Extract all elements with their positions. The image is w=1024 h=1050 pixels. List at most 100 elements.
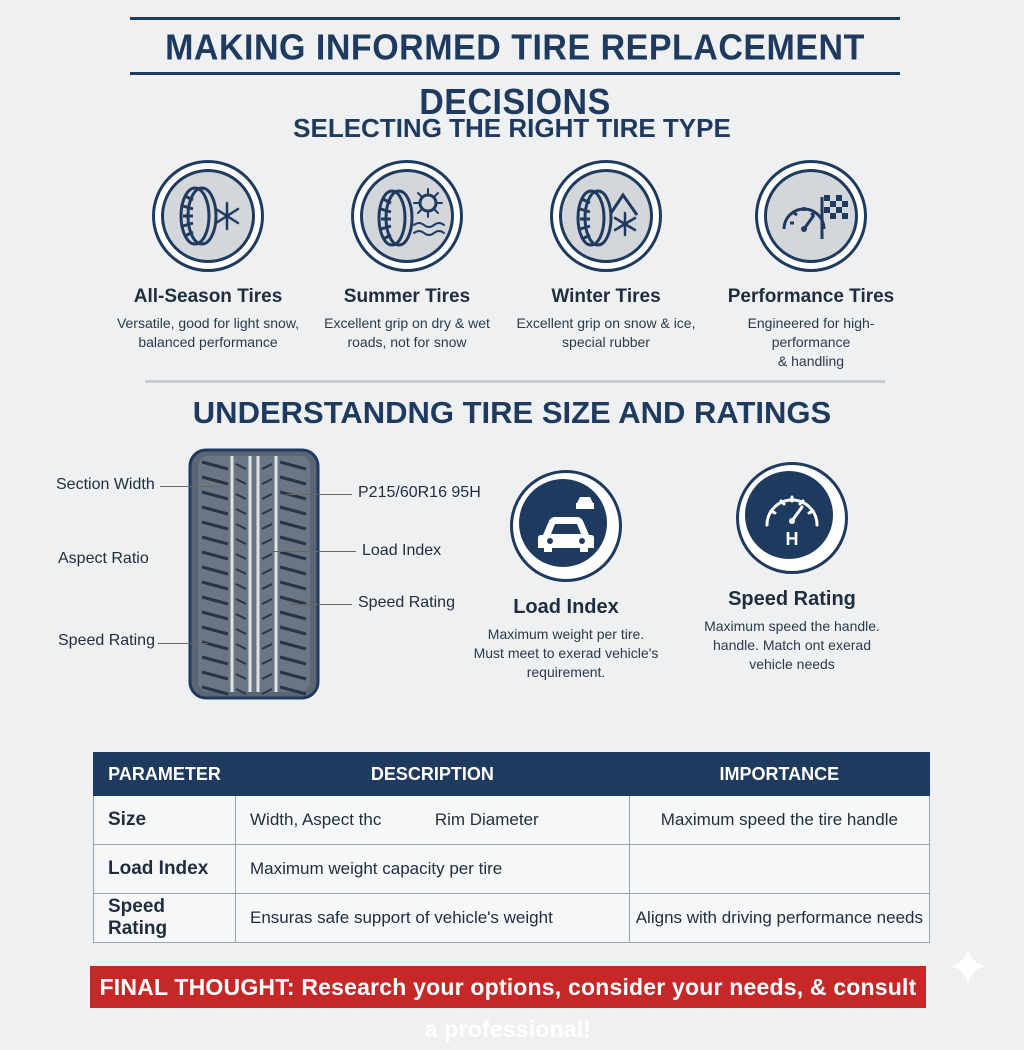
tread-groove xyxy=(235,688,273,695)
leader-line xyxy=(286,494,352,495)
final-thought-banner: FINAL THOUGHT: Research your options, co… xyxy=(90,966,926,1042)
gauge-icon-frame: H xyxy=(736,462,848,574)
tread-groove xyxy=(201,655,229,666)
tread-groove xyxy=(279,655,307,666)
tread-groove xyxy=(201,475,229,486)
importance-cell: Aligns with driving performance needs xyxy=(628,893,931,943)
tread-groove xyxy=(201,565,229,576)
summer-icon-frame xyxy=(351,160,463,272)
speedometer-icon: H xyxy=(765,495,819,549)
desc-line: Must meet to exerad vehicle's xyxy=(473,645,659,661)
all-season-icon-frame xyxy=(152,160,264,272)
tread-groove xyxy=(235,673,273,680)
tread-groove xyxy=(235,613,273,620)
type-desc: Excellent grip on snow & ice, special ru… xyxy=(506,314,706,352)
type-desc-line: & handling xyxy=(777,353,845,369)
param-cell: Size xyxy=(93,795,236,845)
speed-rating-desc: Maximum speed the handle. handle. Match … xyxy=(692,617,892,674)
sparkle-icon xyxy=(950,948,986,984)
winter-card: Winter Tires Excellent grip on snow & ic… xyxy=(506,160,706,352)
col-header-importance: IMPORTANCE xyxy=(628,752,931,796)
desc-line: Maximum speed the handle. xyxy=(704,618,880,634)
tread-groove xyxy=(279,670,307,681)
tread-groove xyxy=(201,505,229,516)
tread-groove xyxy=(235,553,273,560)
tread-groove xyxy=(201,670,229,681)
col-header-description: DESCRIPTION xyxy=(235,752,630,796)
load-index-desc: Maximum weight per tire. Must meet to ex… xyxy=(466,625,666,682)
tread-groove xyxy=(201,535,229,546)
importance-cell xyxy=(628,844,931,894)
type-desc-line: special rubber xyxy=(562,334,650,350)
tread-groove xyxy=(201,595,229,606)
tread-groove xyxy=(201,625,229,636)
type-desc-line: Excellent grip on dry & wet xyxy=(324,315,490,331)
type-name: Winter Tires xyxy=(551,286,661,307)
load-index-label: Load Index xyxy=(362,542,442,559)
description-cell: Ensuras safe support of vehicle's weight xyxy=(235,893,630,943)
tire-tread-diagram xyxy=(188,448,320,700)
section-divider xyxy=(145,380,885,383)
tread-groove xyxy=(201,460,229,471)
tread-groove xyxy=(279,520,307,531)
tread-groove xyxy=(235,643,273,650)
tread-groove xyxy=(279,610,307,621)
tread-groove xyxy=(235,598,273,605)
leader-line xyxy=(290,604,352,605)
tread-groove xyxy=(279,595,307,606)
tire-size-code-label: P215/60R16 95H xyxy=(358,484,481,501)
speedometer-flag-icon xyxy=(782,195,848,239)
tread-groove xyxy=(235,523,273,530)
table-row: Speed Rating Ensuras safe support of veh… xyxy=(93,893,931,943)
desc-line: requirement. xyxy=(526,664,606,680)
tread-groove xyxy=(235,538,273,545)
page-title: MAKING INFORMED TIRE REPLACEMENT DECISIO… xyxy=(165,28,865,123)
description-cell: Maximum weight capacity per tire xyxy=(235,844,630,894)
speed-rating-left-label: Speed Rating xyxy=(58,632,155,649)
gauge-letter: H xyxy=(786,529,799,549)
parameters-table: PARAMETER DESCRIPTION IMPORTANCE Size Wi… xyxy=(93,752,931,943)
type-desc: Excellent grip on dry & wet roads, not f… xyxy=(307,314,507,352)
tread-groove xyxy=(279,565,307,576)
tread-groove xyxy=(235,658,273,665)
tread-groove xyxy=(279,550,307,561)
summer-card: Summer Tires Excellent grip on dry & wet… xyxy=(307,160,507,352)
load-index-card: Load Index Maximum weight per tire. Must… xyxy=(466,470,666,682)
speed-rating-right-label: Speed Rating xyxy=(358,594,455,611)
tire-mountain-snow-icon xyxy=(576,189,639,247)
type-name: All-Season Tires xyxy=(133,286,283,307)
all-season-card: All-Season Tires Versatile, good for lig… xyxy=(108,160,308,352)
type-name: Summer Tires xyxy=(343,286,471,307)
tire-type-heading: SELECTING THE RIGHT TIRE TYPE xyxy=(293,113,731,143)
tread-groove xyxy=(201,490,229,501)
type-desc-line: Excellent grip on snow & ice, xyxy=(516,315,696,331)
type-desc-line: balanced performance xyxy=(138,334,278,350)
aspect-ratio-label: Aspect Ratio xyxy=(58,550,149,567)
tread-groove xyxy=(201,685,229,696)
speed-rating-title: Speed Rating xyxy=(728,588,856,610)
tread-groove xyxy=(201,580,229,591)
tire-sun-icon xyxy=(377,188,445,247)
winter-icon-frame xyxy=(550,160,662,272)
speed-rating-card: H Speed Rating Maximum speed the handle.… xyxy=(692,462,892,674)
type-desc-line: roads, not for snow xyxy=(347,334,467,350)
tread-groove xyxy=(279,460,307,471)
leader-line xyxy=(160,486,218,487)
type-desc-line: Engineered for high-performance xyxy=(747,315,875,350)
description-cell: Width, Aspect thc Rim Diameter xyxy=(235,795,630,845)
type-desc: Engineered for high-performance & handli… xyxy=(711,314,911,371)
type-name: Performance Tires xyxy=(727,286,895,307)
table-header-row: PARAMETER DESCRIPTION IMPORTANCE xyxy=(93,752,931,796)
tread-groove xyxy=(235,478,273,485)
car-icon-frame xyxy=(510,470,622,582)
tread-groove xyxy=(235,463,273,470)
description-part: Rim Diameter xyxy=(434,810,539,829)
tread-groove xyxy=(279,640,307,651)
tread-groove xyxy=(235,508,273,515)
desc-line: vehicle needs xyxy=(749,656,835,672)
tread-groove xyxy=(279,685,307,696)
col-header-parameter: PARAMETER xyxy=(93,752,236,796)
leader-line xyxy=(272,551,356,552)
tread-groove xyxy=(201,550,229,561)
tread-groove xyxy=(201,520,229,531)
